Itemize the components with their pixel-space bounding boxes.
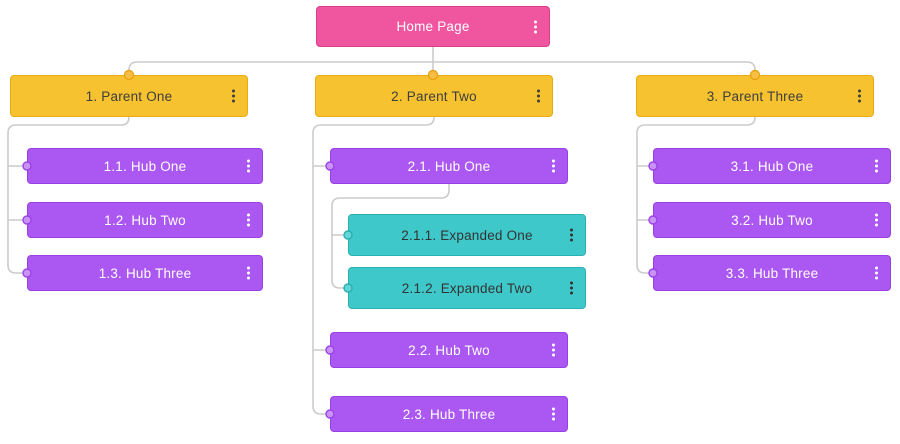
kebab-menu-icon[interactable] xyxy=(229,87,238,106)
node-hub-2-2[interactable]: 2.2. Hub Two xyxy=(330,332,568,368)
kebab-menu-icon[interactable] xyxy=(567,279,576,298)
node-label: 1.1. Hub One xyxy=(103,158,187,174)
node-label: 1.3. Hub Three xyxy=(98,265,192,281)
kebab-menu-icon[interactable] xyxy=(567,226,576,245)
node-hub-1-3[interactable]: 1.3. Hub Three xyxy=(27,255,263,291)
kebab-menu-icon[interactable] xyxy=(855,87,864,106)
node-label: 3. Parent Three xyxy=(706,88,804,104)
node-label: Home Page xyxy=(396,19,470,34)
connector-trunk xyxy=(128,61,756,75)
connector-parent-one-rail xyxy=(7,116,130,274)
kebab-menu-icon[interactable] xyxy=(244,157,253,176)
kebab-menu-icon[interactable] xyxy=(872,157,881,176)
node-hub-2-3[interactable]: 2.3. Hub Three xyxy=(330,396,568,432)
node-hub-1-1[interactable]: 1.1. Hub One xyxy=(27,148,263,184)
node-label: 3.1. Hub One xyxy=(730,158,814,174)
node-label: 2.3. Hub Three xyxy=(402,406,496,422)
kebab-menu-icon[interactable] xyxy=(534,87,543,106)
node-label: 3.2. Hub Two xyxy=(731,212,813,228)
node-label: 2.1.2. Expanded Two xyxy=(401,280,533,296)
node-label: 1.2. Hub Two xyxy=(104,212,186,228)
kebab-menu-icon[interactable] xyxy=(549,157,558,176)
node-parent-three[interactable]: 3. Parent Three xyxy=(636,75,874,117)
connector-parent-three-rail xyxy=(636,116,756,274)
kebab-menu-icon[interactable] xyxy=(872,211,881,230)
node-hub-2-1[interactable]: 2.1. Hub One xyxy=(330,148,568,184)
kebab-menu-icon[interactable] xyxy=(244,264,253,283)
node-hub-3-2[interactable]: 3.2. Hub Two xyxy=(653,202,891,238)
node-label: 2. Parent Two xyxy=(391,88,477,104)
kebab-menu-icon[interactable] xyxy=(531,17,540,36)
kebab-menu-icon[interactable] xyxy=(872,264,881,283)
node-hub-3-3[interactable]: 3.3. Hub Three xyxy=(653,255,891,291)
kebab-menu-icon[interactable] xyxy=(549,341,558,360)
node-label: 2.1. Hub One xyxy=(407,158,491,174)
kebab-menu-icon[interactable] xyxy=(244,211,253,230)
node-parent-two[interactable]: 2. Parent Two xyxy=(315,75,553,117)
node-label: 2.2. Hub Two xyxy=(408,342,490,358)
node-label: 2.1.1. Expanded One xyxy=(401,227,533,243)
node-expanded-2-1-2[interactable]: 2.1.2. Expanded Two xyxy=(348,267,586,309)
kebab-menu-icon[interactable] xyxy=(549,405,558,424)
node-hub-3-1[interactable]: 3.1. Hub One xyxy=(653,148,891,184)
node-parent-one[interactable]: 1. Parent One xyxy=(10,75,248,117)
node-expanded-2-1-1[interactable]: 2.1.1. Expanded One xyxy=(348,214,586,256)
node-label: 3.3. Hub Three xyxy=(725,265,819,281)
node-label: 1. Parent One xyxy=(85,88,173,104)
node-hub-1-2[interactable]: 1.2. Hub Two xyxy=(27,202,263,238)
node-home-page[interactable]: Home Page xyxy=(316,6,550,47)
